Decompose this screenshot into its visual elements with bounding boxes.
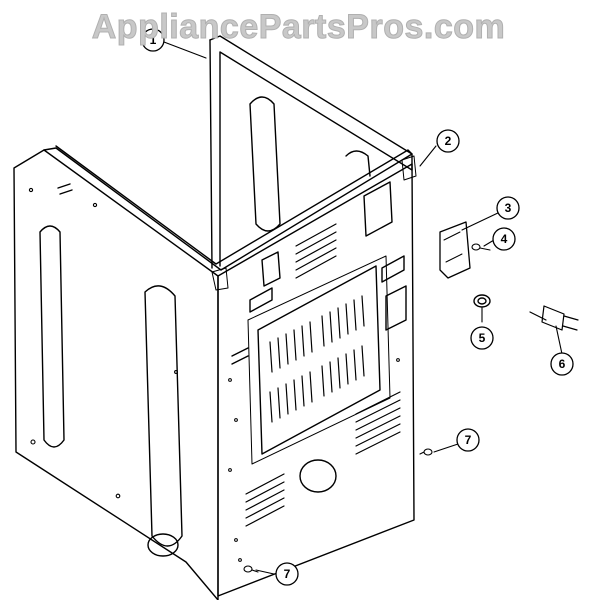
- svg-text:2: 2: [445, 134, 452, 148]
- louvers: [245, 223, 401, 527]
- callout-6: 6: [550, 352, 574, 376]
- left-oval-1: [39, 225, 65, 448]
- cabinet: [13, 35, 417, 600]
- svg-text:7: 7: [465, 433, 472, 447]
- back-wall: [209, 35, 413, 267]
- rear-knockout: [299, 459, 337, 493]
- svg-text:5: 5: [479, 331, 486, 345]
- embossed-panel: [257, 265, 381, 455]
- top-rim: [43, 145, 413, 271]
- back-oval-2: [345, 150, 371, 177]
- svg-text:6: 6: [559, 357, 566, 371]
- rear-panel: [217, 163, 415, 597]
- callout-1: 1: [141, 28, 165, 52]
- back-oval-1: [249, 96, 281, 232]
- power-cord-part: [529, 305, 579, 331]
- leader-lines: [163, 41, 563, 575]
- callout-5: 5: [470, 326, 494, 350]
- left-oval-2: [144, 285, 183, 547]
- svg-text:3: 3: [505, 201, 512, 215]
- terminal-cover-part: [439, 221, 471, 279]
- svg-text:7: 7: [284, 567, 291, 581]
- screw-part-4: [471, 243, 491, 251]
- strain-relief-part: [473, 294, 491, 308]
- callout-4: 4: [492, 227, 516, 251]
- callout-7b: 7: [275, 562, 299, 586]
- svg-text:1: 1: [150, 33, 157, 47]
- screw-part-7a: [419, 448, 433, 456]
- callout-3: 3: [496, 196, 520, 220]
- screw-part-7b: [243, 565, 259, 573]
- watermark: AppliancePartsPros.com: [91, 8, 506, 47]
- callout-7a: 7: [456, 428, 480, 452]
- svg-text:4: 4: [501, 232, 508, 246]
- left-side-panel: [13, 149, 219, 600]
- callout-2: 2: [436, 129, 460, 153]
